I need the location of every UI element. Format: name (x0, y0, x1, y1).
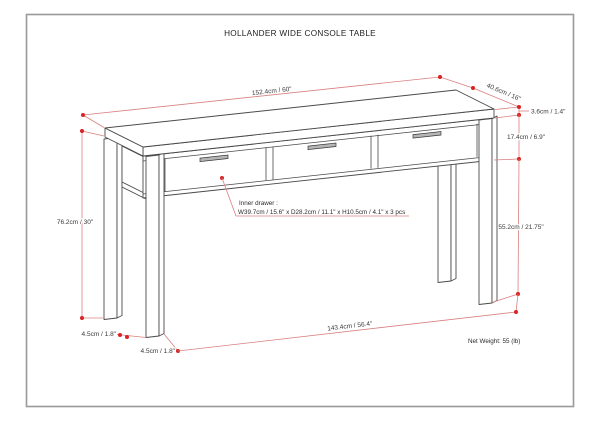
dim-extension (491, 293, 519, 303)
table-top (104, 89, 495, 157)
front-right-leg-side (491, 115, 498, 304)
dim-extension (515, 293, 519, 313)
dim-back-leg-width: 4.5cm / 1.8" (80, 330, 147, 339)
front-right-leg (478, 115, 498, 305)
dim-front-leg-span-label: 143.4cm / 56.4" (327, 320, 373, 332)
dim-dot (118, 333, 122, 337)
dim-dot (471, 86, 475, 90)
dim-front-leg-width-label: 4.5cm / 1.8" (141, 348, 176, 355)
net-weight-note: Net Weight: 55 (lb) (468, 338, 520, 345)
front-left-leg-front (145, 154, 160, 338)
dim-line (472, 87, 520, 108)
dim-extension (82, 114, 105, 128)
front-right-leg-front (478, 118, 493, 305)
dim-dot (514, 310, 518, 314)
inner-drawer-heading: Inner drawer : (239, 200, 278, 207)
drawer1-handle (199, 154, 229, 162)
dim-line (517, 158, 520, 295)
dim-top-thickness-label: 3.6cm / 1.4" (531, 109, 566, 116)
page-border (25, 13, 575, 408)
table-top-surface (104, 89, 495, 148)
console-table-drawing (103, 89, 498, 338)
dim-extension (493, 158, 520, 161)
dim-drawer-section-height: 17.4cm / 6.9" (493, 115, 547, 161)
drawer2-handle (307, 142, 337, 150)
dim-top-length-label: 152.4cm / 60" (252, 86, 293, 97)
dim-extension (494, 114, 520, 119)
dim-overall-height: 76.2cm / 30" (56, 129, 105, 320)
dim-dot (81, 113, 85, 117)
dim-leader (163, 333, 179, 352)
bottom-rail-line (142, 155, 495, 195)
dim-line (177, 311, 517, 352)
left-apron-inner-line (121, 181, 147, 195)
dim-drawer-section-label: 17.4cm / 6.9" (507, 134, 546, 141)
inner-drawer-spec: W39.7cm / 15.6" x D28.2cm / 11.1" x H10.… (238, 209, 405, 216)
front-left-leg (145, 152, 165, 338)
back-left-leg (103, 135, 123, 320)
dim-front-leg-span: 143.4cm / 56.4" (177, 293, 519, 352)
dim-dot (438, 75, 442, 79)
dim-top-depth-label: 40.6cm / 16" (486, 82, 523, 103)
dim-extension (494, 106, 520, 110)
top-rail-line (142, 122, 495, 162)
back-left-leg-front (103, 137, 118, 320)
dim-overall-height-label: 76.2cm / 30" (57, 219, 94, 226)
dim-under-clearance-label: 55.2cm / 21.75" (498, 224, 544, 231)
front-left-leg-side (158, 152, 165, 337)
dim-dot (80, 316, 84, 320)
callout-leader (221, 177, 237, 217)
dim-under-clearance: 55.2cm / 21.75" (491, 158, 546, 303)
inner-drawer-callout: Inner drawer : W39.7cm / 15.6" x D28.2cm… (220, 176, 409, 217)
dim-back-leg-width-label: 4.5cm / 1.8" (82, 331, 117, 338)
dim-dot (125, 335, 129, 339)
page-title: HOLLANDER WIDE CONSOLE TABLE (224, 29, 376, 38)
drawer3-handle (412, 131, 442, 139)
dim-top-thickness: 3.6cm / 1.4" (494, 105, 567, 119)
back-left-leg-side (116, 135, 123, 319)
dim-dot (517, 105, 521, 109)
dim-dot (80, 129, 84, 133)
dim-extension (439, 76, 474, 89)
dim-line (82, 76, 441, 116)
dim-extension (81, 130, 105, 137)
drawer-carcass (142, 117, 495, 199)
dim-front-leg-width: 4.5cm / 1.8" (139, 333, 180, 356)
